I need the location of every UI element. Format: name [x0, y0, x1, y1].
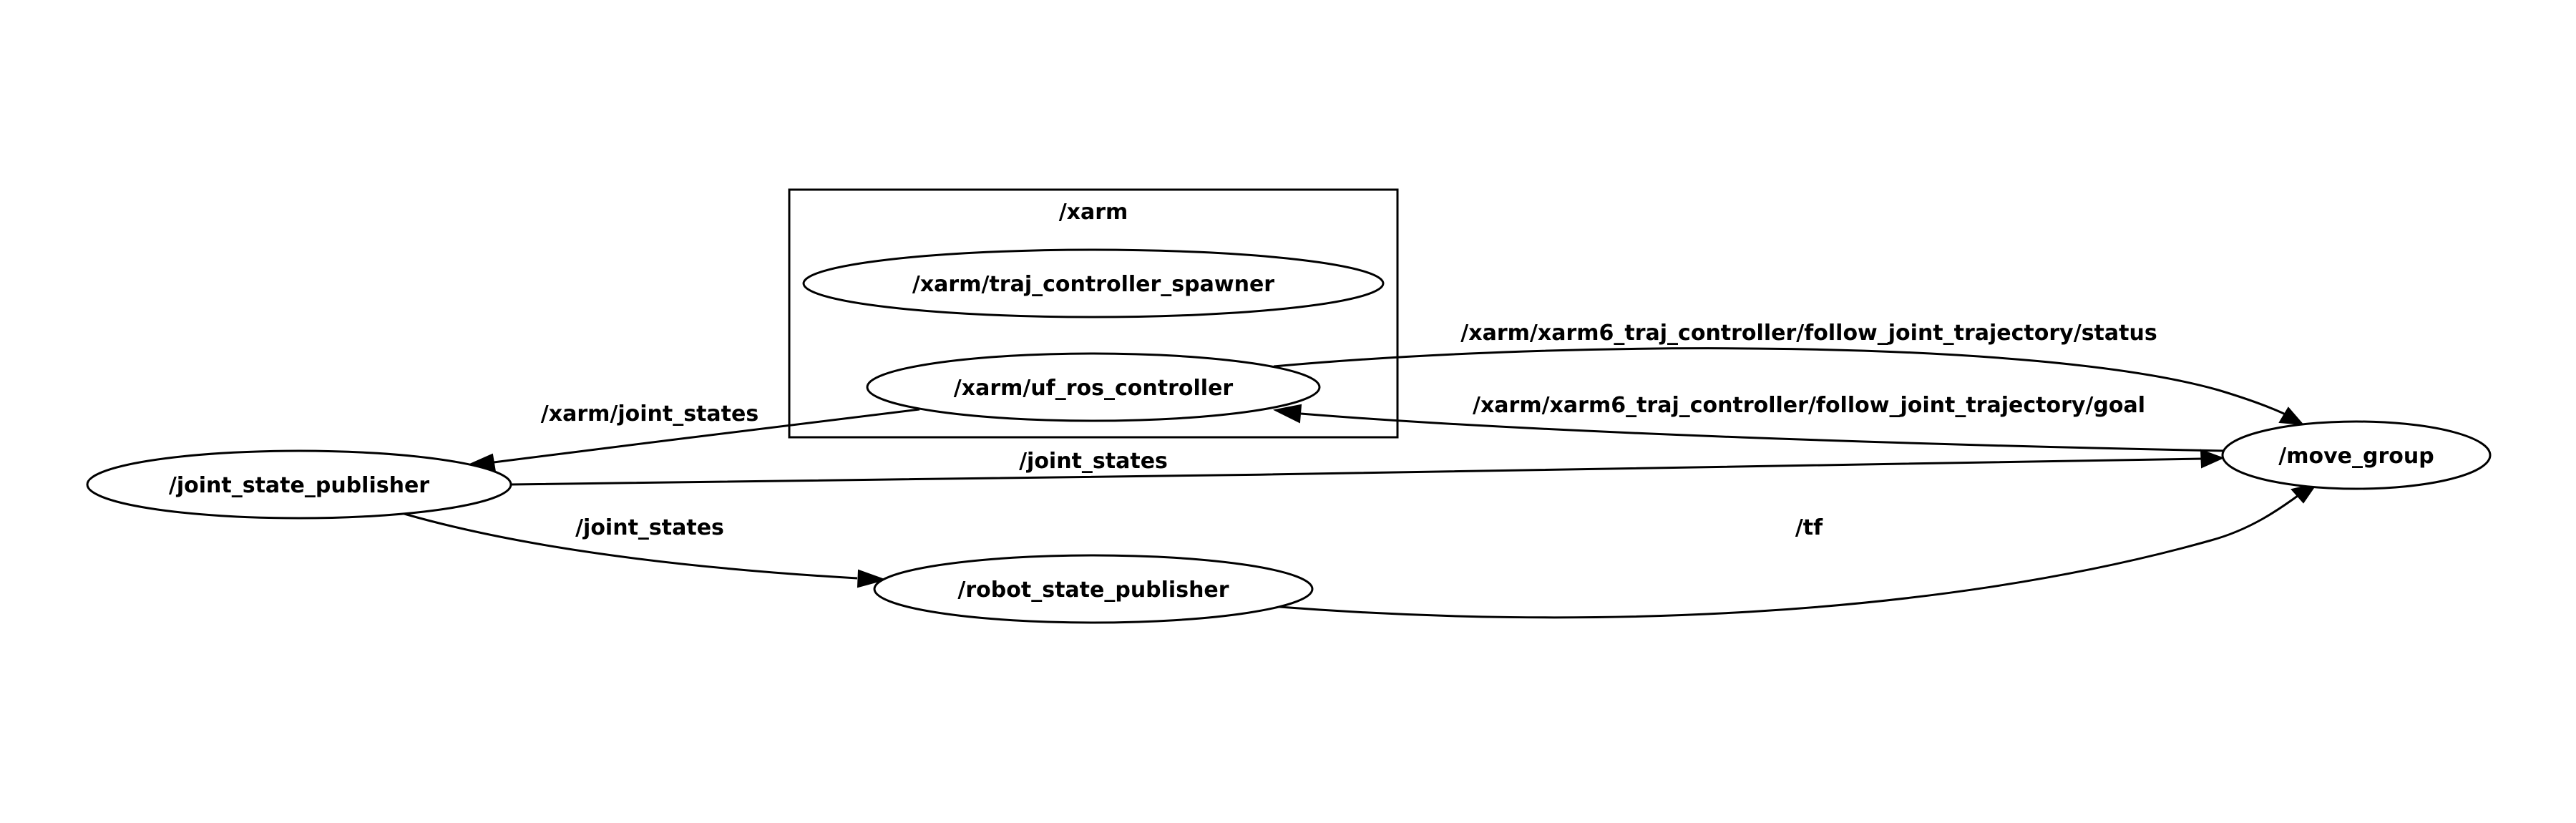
node-traj-controller-spawner-ellipse[interactable]: [802, 248, 1385, 318]
edge-joint-states-to-move-group-label: /joint_states: [1019, 449, 1168, 474]
edge-follow-joint-trajectory-goal-arrow: [1272, 404, 1302, 424]
edge-joint-states-to-move-group-path[interactable]: [509, 457, 2203, 486]
edge-xarm-joint-states-label: /xarm/joint_states: [541, 401, 758, 427]
node-uf-ros-controller-label: /xarm/uf_ros_controller: [954, 376, 1234, 401]
cluster-xarm: /xarm: [788, 188, 1399, 439]
edge-tf-label: /tf: [1795, 515, 1823, 540]
edge-follow-joint-trajectory-status[interactable]: /xarm/xarm6_traj_controller/follow_joint…: [1273, 321, 2305, 426]
edge-follow-joint-trajectory-goal-label: /xarm/xarm6_traj_controller/follow_joint…: [1473, 393, 2145, 418]
edge-follow-joint-trajectory-status-arrow: [2278, 406, 2305, 426]
node-robot-state-publisher[interactable]: /robot_state_publisher: [873, 554, 1314, 624]
node-joint-state-publisher-label: /joint_state_publisher: [169, 473, 429, 498]
node-traj-controller-spawner-label: /xarm/traj_controller_spawner: [912, 272, 1274, 297]
node-robot-state-publisher-label: /robot_state_publisher: [957, 578, 1229, 603]
node-uf-ros-controller[interactable]: /xarm/uf_ros_controller: [866, 352, 1321, 422]
node-move-group-label: /move_group: [2278, 444, 2434, 469]
edge-joint-states-to-move-group-arrow: [2200, 449, 2225, 469]
edge-joint-states-to-robot-state-publisher[interactable]: /joint_states: [404, 512, 887, 588]
edge-joint-states-to-move-group[interactable]: /joint_states: [509, 449, 2225, 486]
edge-follow-joint-trajectory-goal[interactable]: /xarm/xarm6_traj_controller/follow_joint…: [1272, 393, 2226, 452]
edge-joint-states-to-robot-state-publisher-arrow: [857, 569, 887, 588]
node-move-group[interactable]: /move_group: [2221, 420, 2492, 490]
edge-follow-joint-trajectory-status-path[interactable]: [1273, 347, 2290, 418]
edge-tf-path[interactable]: [1279, 492, 2301, 619]
edge-xarm-joint-states-path[interactable]: [493, 408, 920, 464]
node-joint-state-publisher[interactable]: /joint_state_publisher: [86, 449, 512, 520]
edge-tf[interactable]: /tf: [1279, 482, 2318, 619]
cluster-xarm-box: [788, 188, 1399, 439]
cluster-xarm-label: /xarm: [1059, 200, 1128, 225]
edge-joint-states-to-robot-state-publisher-path[interactable]: [404, 512, 858, 580]
node-traj-controller-spawner[interactable]: /xarm/traj_controller_spawner: [802, 248, 1385, 318]
edge-follow-joint-trajectory-status-label: /xarm/xarm6_traj_controller/follow_joint…: [1460, 321, 2157, 346]
edge-xarm-joint-states[interactable]: /xarm/joint_states: [465, 401, 920, 473]
node-move-group-ellipse[interactable]: [2221, 420, 2492, 490]
node-robot-state-publisher-ellipse[interactable]: [873, 554, 1314, 624]
edge-follow-joint-trajectory-goal-path[interactable]: [1300, 412, 2226, 452]
edge-joint-states-to-robot-state-publisher-label: /joint_states: [575, 515, 724, 540]
node-joint-state-publisher-ellipse[interactable]: [86, 449, 512, 520]
node-uf-ros-controller-ellipse[interactable]: [866, 352, 1321, 422]
